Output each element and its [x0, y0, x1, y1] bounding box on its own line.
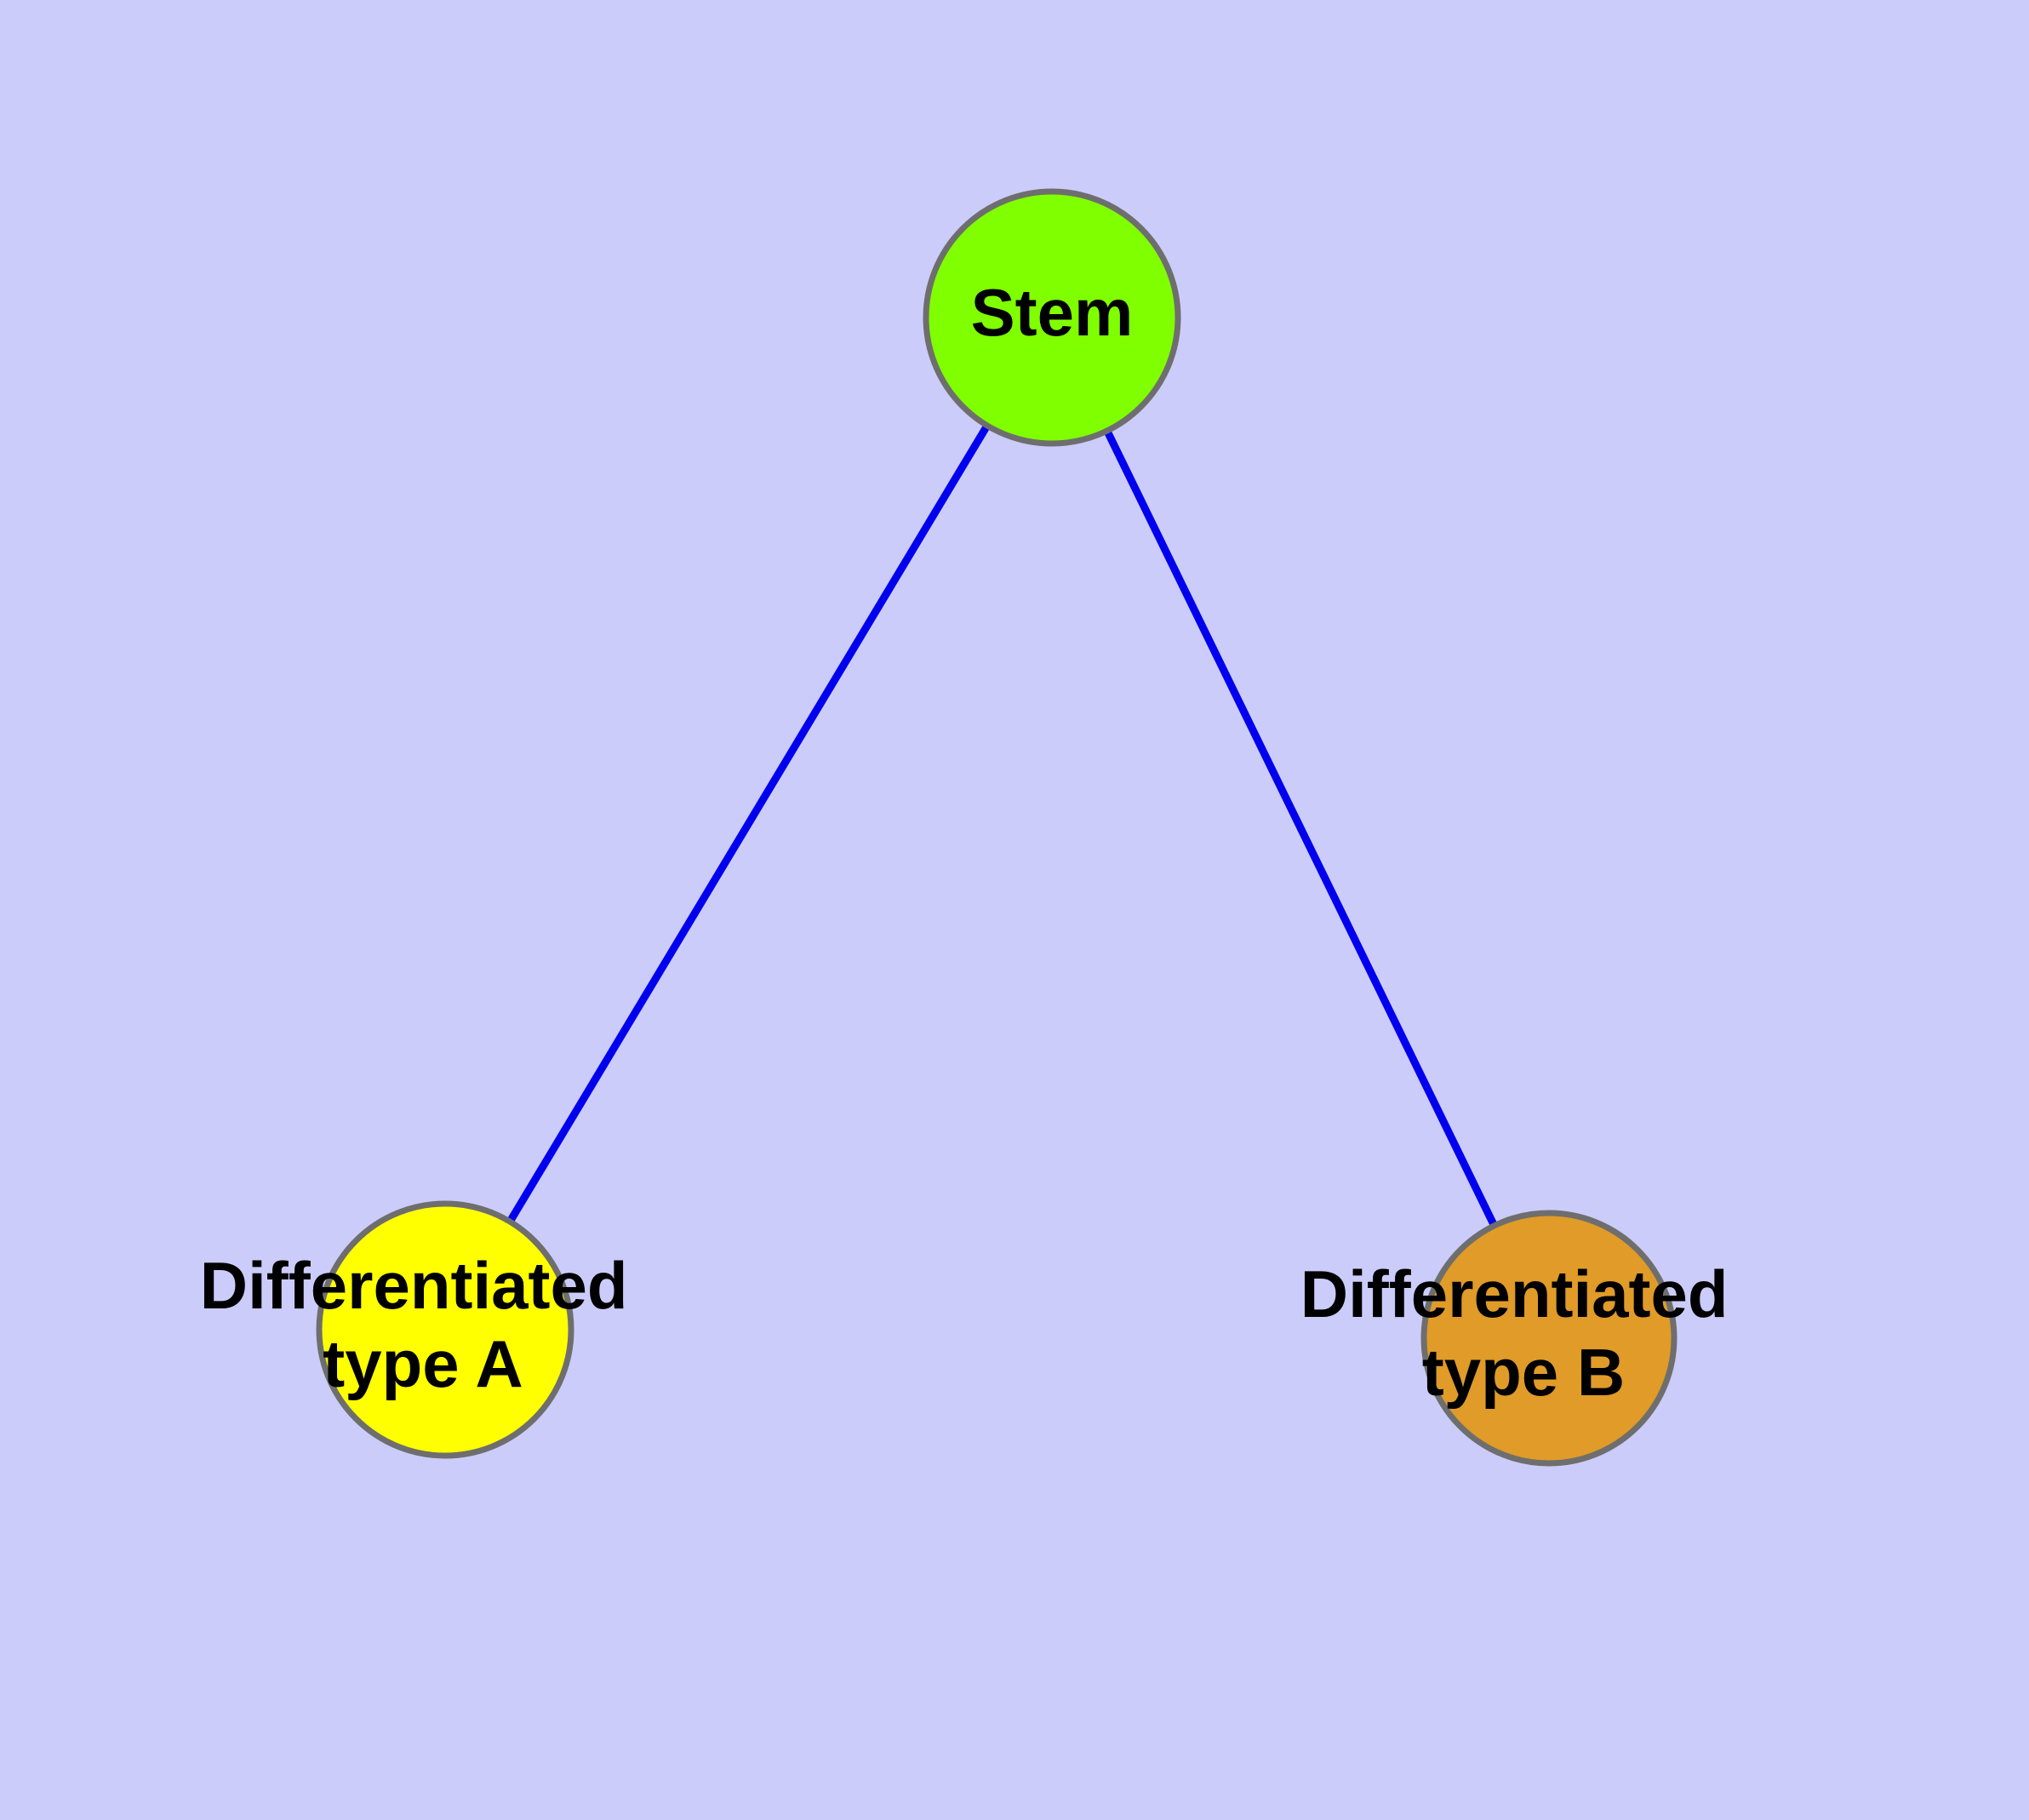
edge-layer — [442, 315, 1553, 1340]
node-stem-label-line-1: Stem — [971, 275, 1134, 350]
edge-stem-to-diff-b — [1048, 316, 1553, 1340]
node-differentiated-type-b-label: Differentiated type B — [1300, 1256, 1746, 1410]
node-differentiated-type-a-label-line-1: Differentiated — [200, 1248, 628, 1323]
node-differentiated-type-a-label-line-2: type A — [323, 1326, 523, 1401]
edge-stem-to-diff-a — [442, 315, 1055, 1332]
node-stem-circle[interactable] — [923, 188, 1181, 447]
node-stem[interactable]: Stem — [923, 188, 1181, 447]
node-differentiated-type-a-label: Differentiated type A — [200, 1248, 646, 1401]
node-differentiated-type-b-circle[interactable] — [1420, 1210, 1677, 1467]
node-layer: Stem Differentiated type A Differentiate… — [200, 188, 1746, 1467]
node-differentiated-type-b-label-line-1: Differentiated — [1300, 1256, 1729, 1331]
node-differentiated-type-b-label-line-2: type B — [1422, 1335, 1625, 1410]
node-differentiated-type-b[interactable]: Differentiated type B — [1300, 1210, 1746, 1467]
node-stem-label: Stem — [971, 275, 1134, 350]
node-differentiated-type-a[interactable]: Differentiated type A — [200, 1200, 646, 1459]
node-differentiated-type-a-circle[interactable] — [316, 1200, 574, 1459]
